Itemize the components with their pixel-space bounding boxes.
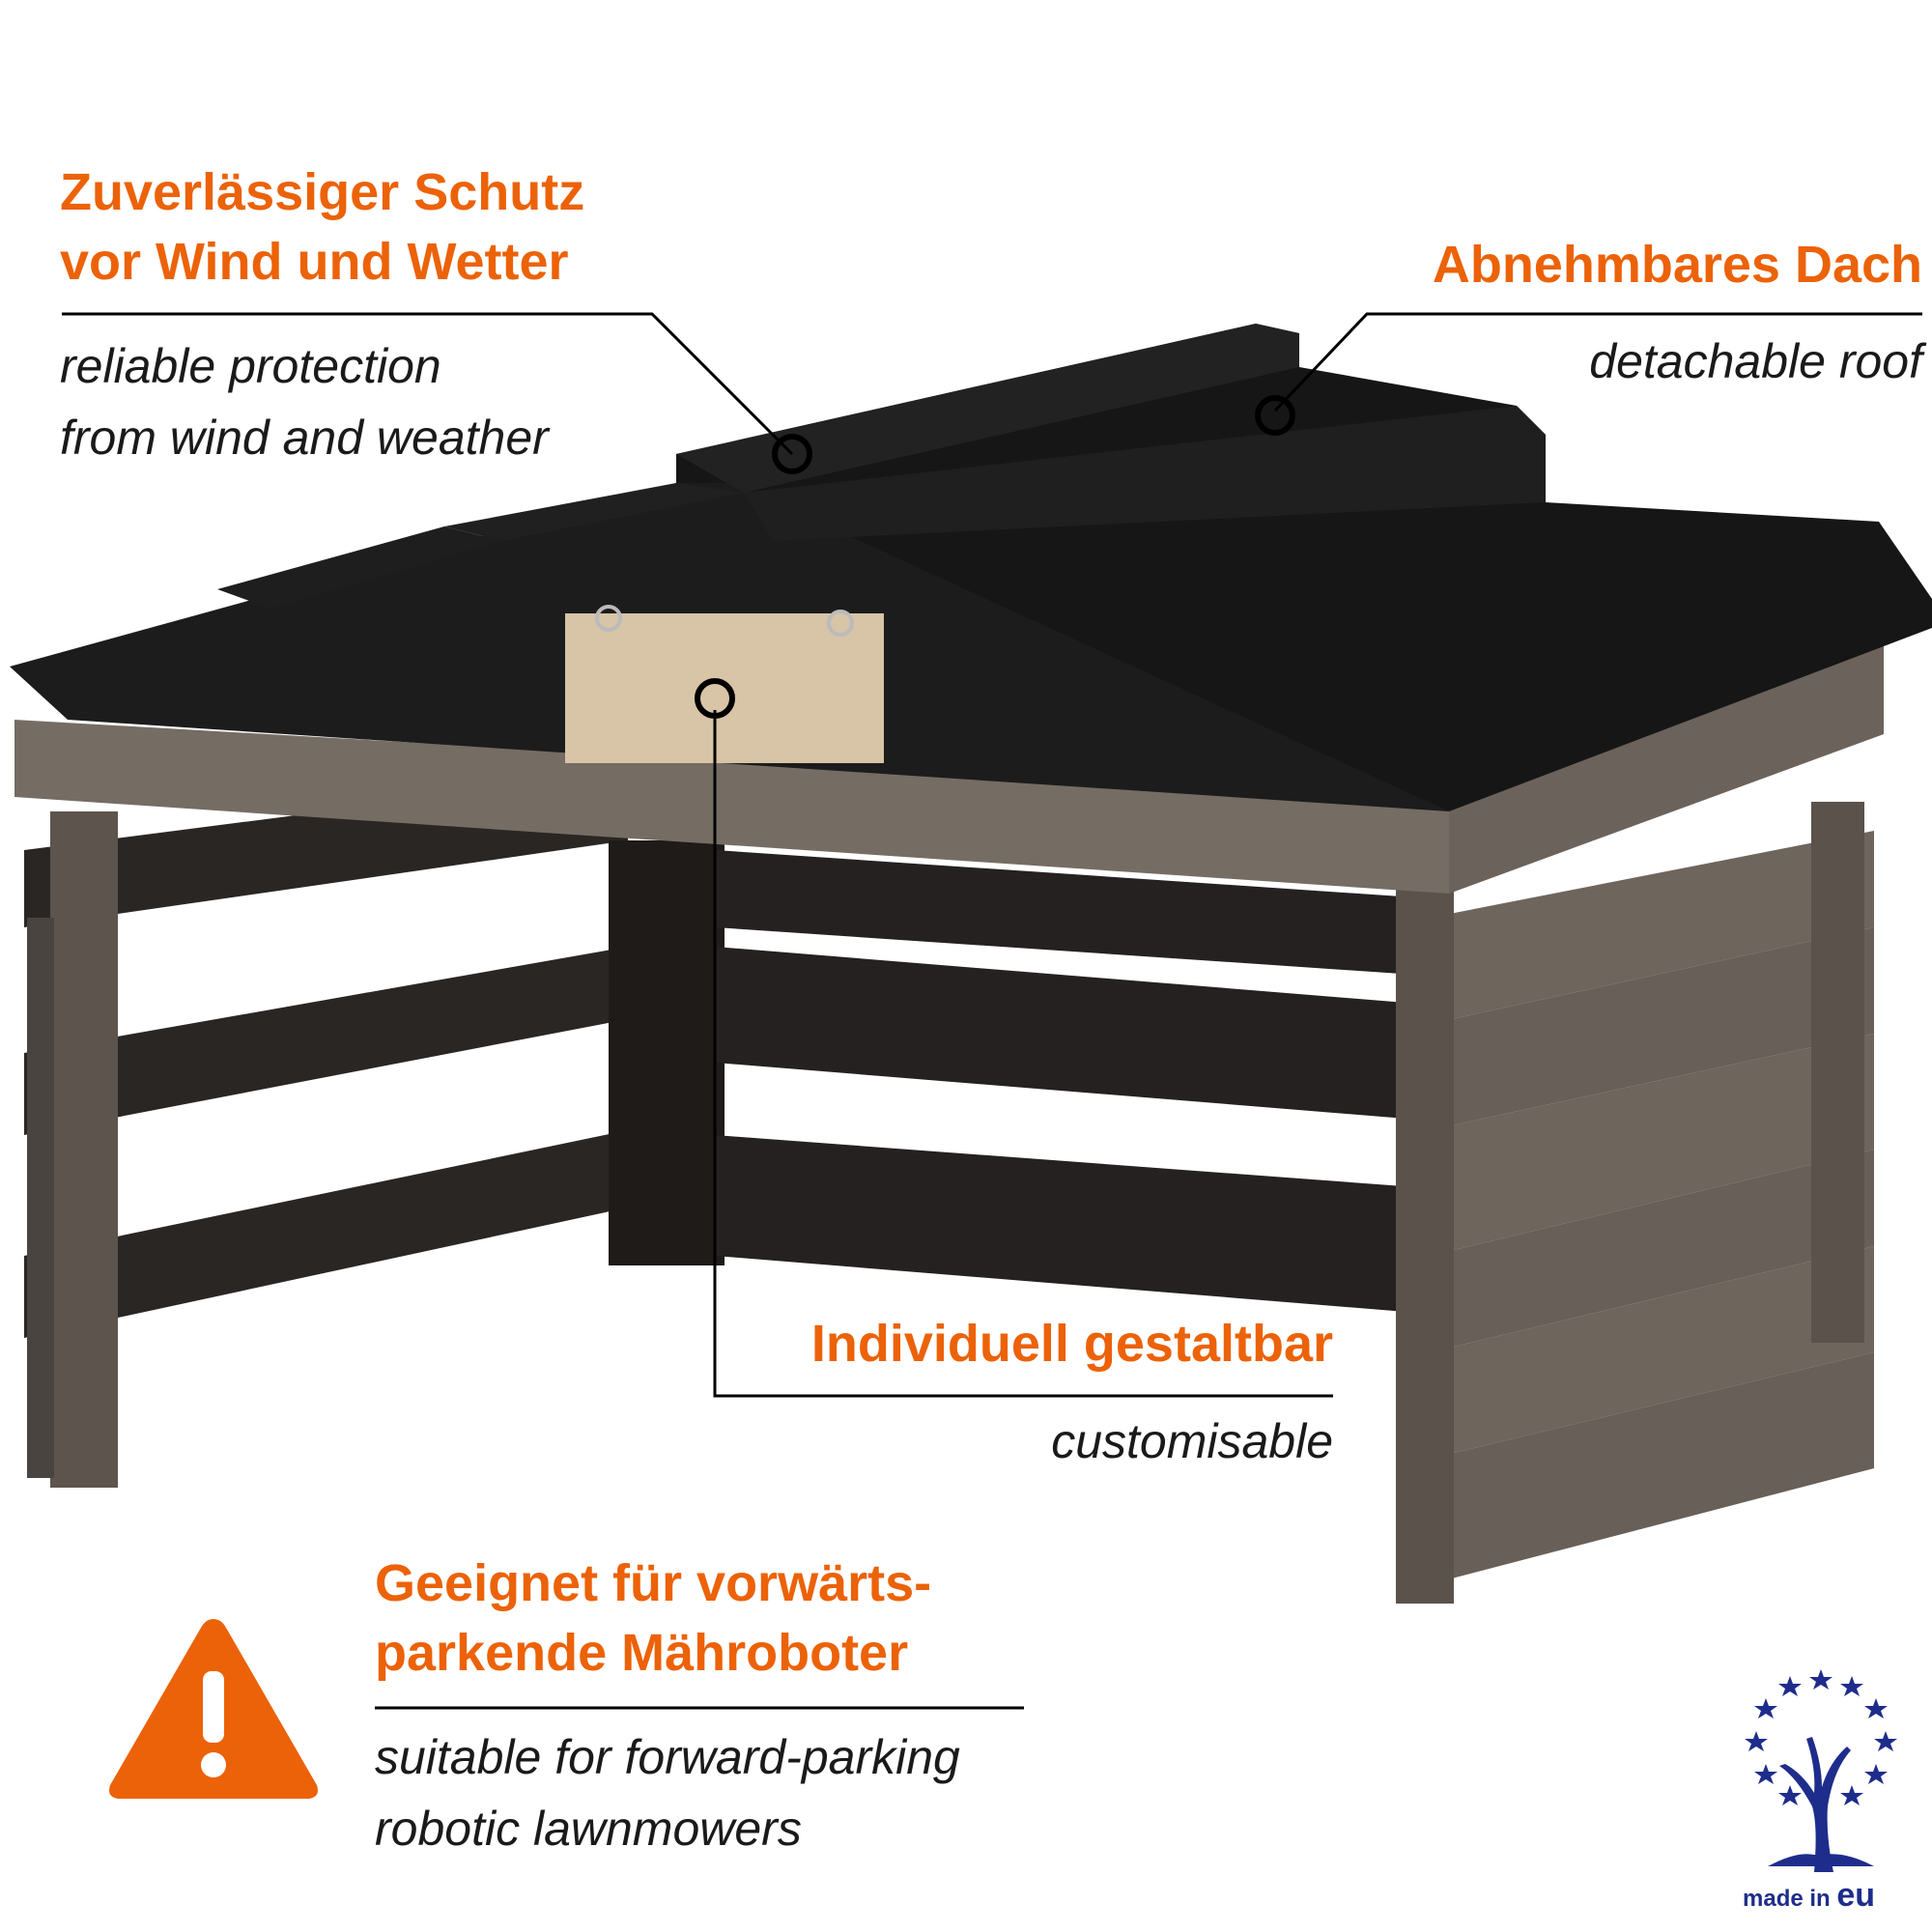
warning-icon: [109, 1619, 318, 1799]
callout-roof-subtitle: detachable roof: [1589, 334, 1922, 388]
marker-protection: [772, 434, 812, 474]
callout-custom-title: Individuell gestaltbar: [810, 1315, 1333, 1373]
eu-stars: [1745, 1669, 1897, 1805]
callout-robot-title-line-1: Geeignet für vorwärts-: [375, 1554, 932, 1612]
leader-lines: [62, 312, 1922, 1710]
made-in-eu-label: made in eu: [1743, 1876, 1875, 1918]
marker-roof: [1255, 395, 1295, 436]
callout-robot-subtitle: suitable for forward-parking robotic law…: [375, 1721, 960, 1864]
top-frame: [14, 638, 1884, 894]
leader-line-protection: [62, 312, 794, 456]
callout-protection-subtitle-line-1: reliable protection: [60, 339, 441, 393]
left-side-wall: [24, 773, 628, 1488]
name-sign: [565, 605, 884, 763]
callout-protection-title-line-2: vor Wind und Wetter: [60, 233, 569, 291]
leader-markers: [695, 395, 1295, 719]
leader-line-custom: [713, 710, 1333, 1398]
callout-protection-subtitle-line-2: from wind and weather: [60, 411, 549, 465]
marker-custom: [695, 678, 735, 719]
callout-protection-title-line-1: Zuverlässiger Schutz: [60, 163, 585, 221]
callout-robot-subtitle-line-1: suitable for forward-parking: [375, 1730, 960, 1784]
callout-custom-subtitle: customisable: [1051, 1414, 1333, 1468]
made-in-eu-icon: [1745, 1669, 1897, 1872]
callout-protection-title: Zuverlässiger Schutz vor Wind und Wetter: [60, 157, 584, 297]
callout-roof-title: Abnehmbares Dach: [1432, 236, 1922, 294]
callout-robot-title: Geeignet für vorwärts- parkende Mährobot…: [375, 1548, 931, 1688]
made-in-eu-emphasis: eu: [1836, 1877, 1876, 1914]
callout-robot-subtitle-line-2: robotic lawnmowers: [375, 1802, 802, 1856]
callout-protection-subtitle: reliable protection from wind and weathe…: [60, 330, 549, 473]
back-wall: [609, 840, 1430, 1314]
made-in-eu-text: made in: [1743, 1886, 1837, 1912]
leader-line-roof: [1273, 312, 1922, 412]
right-side-wall: [1396, 802, 1874, 1604]
callout-robot-title-line-2: parkende Mähroboter: [375, 1624, 909, 1682]
